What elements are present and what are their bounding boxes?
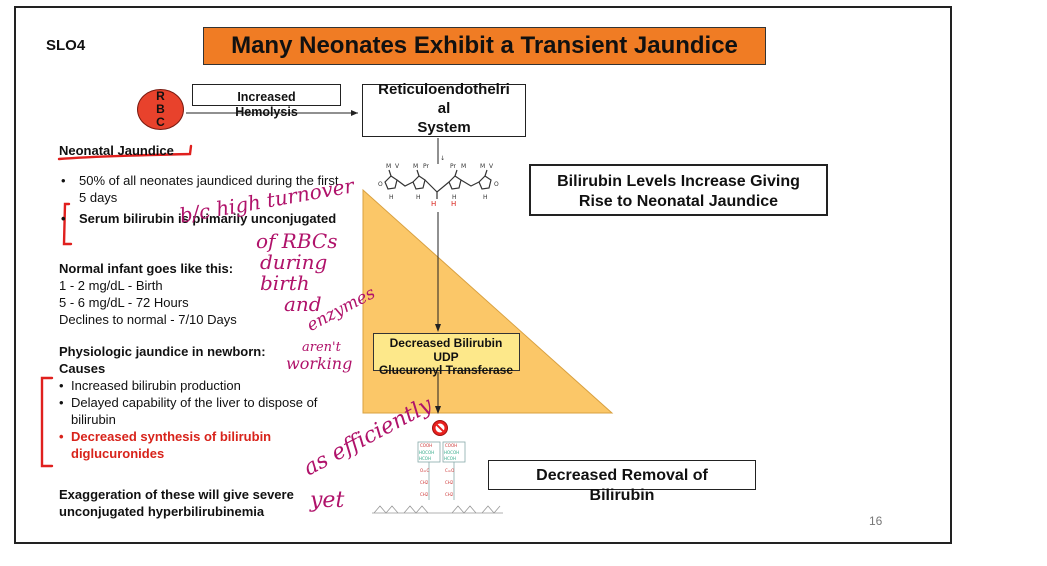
svg-text:HCOH: HCOH [444, 456, 456, 461]
list-item: 5 - 6 mg/dL - 72 Hours [59, 295, 189, 310]
normal-infant-heading: Normal infant goes like this: [59, 261, 234, 276]
svg-text:CH2: CH2 [445, 492, 454, 497]
glucuronide-structure-icon [372, 441, 503, 514]
ink-bracket-causes [40, 376, 54, 468]
hemolysis-box [192, 84, 341, 106]
svg-text:HCOH: HCOH [419, 456, 431, 461]
list-item: 50% of all neonates jaundiced during the… [59, 172, 349, 206]
svg-text:C=O: C=O [445, 468, 454, 473]
list-item-highlight: Decreased synthesis of bilirubin diglucu… [59, 428, 359, 462]
svg-text:M: M [413, 163, 418, 170]
slo-label: SLO4 [46, 37, 86, 54]
reticuloendothelial-label: Reticuloendothelri al System [378, 81, 510, 136]
page-title: Many Neonates Exhibit a Transient Jaundi… [231, 32, 738, 59]
decreased-removal-box [488, 460, 756, 490]
rbc-label: R B C [156, 89, 165, 129]
bilirubin-levels-box [529, 164, 828, 216]
svg-text:COOH: COOH [420, 443, 432, 448]
mid-arrowhead-icon [435, 324, 441, 332]
list-item: 1 - 2 mg/dL - Birth [59, 278, 163, 293]
svg-text:CH2: CH2 [420, 480, 429, 485]
svg-text:O: O [494, 181, 499, 188]
svg-text:O=C: O=C [420, 468, 430, 473]
svg-text:H: H [452, 194, 457, 201]
normal-infant-block: Normal infant goes like this: 1 - 2 mg/d… [59, 260, 237, 328]
neonatal-jaundice-heading: Neonatal Jaundice [59, 143, 174, 158]
udp-arrowhead-icon [435, 406, 441, 414]
svg-text:M: M [480, 163, 485, 170]
svg-text:O: O [378, 181, 383, 188]
exaggeration-text: Exaggeration of these will give severe u… [59, 487, 294, 519]
svg-text:CH2: CH2 [445, 480, 454, 485]
bilirubin-structure-icon [384, 169, 492, 199]
svg-text:H: H [483, 194, 488, 201]
svg-text:M: M [461, 163, 466, 170]
bilirubin-triangle [362, 188, 614, 414]
physiologic-heading: Physiologic jaundice in newborn: Causes [59, 344, 266, 376]
svg-text:CH2: CH2 [420, 492, 429, 497]
list-item: Increased bilirubin production [59, 377, 359, 394]
hemolysis-arrowhead-icon [351, 110, 358, 116]
svg-text:V: V [395, 163, 400, 170]
svg-text:↓: ↓ [440, 155, 445, 162]
udp-enzyme-label: Decreased Bilirubin UDP Glucuronyl Trans… [378, 336, 514, 377]
list-item: Serum bilirubin is primarily unconjugate… [59, 210, 349, 227]
page-number: 16 [869, 514, 883, 528]
list-item: Delayed capability of the liver to dispo… [59, 394, 359, 428]
ink-underline-heading [57, 144, 193, 161]
svg-text:H: H [389, 194, 394, 201]
svg-text:Pr: Pr [450, 163, 457, 170]
svg-text:H: H [431, 200, 436, 208]
rbc-cell-icon [137, 89, 184, 130]
bilirubin-levels-label: Bilirubin Levels Increase Giving Rise to… [557, 173, 800, 210]
handwritten-note-2: as efficiently yet [299, 392, 437, 513]
title-banner [203, 27, 766, 65]
hemolysis-label: Increased Hemolysis [235, 90, 298, 119]
prohibited-icon [432, 420, 448, 436]
handwritten-note-1: b/c high turnover of RBCs during birth a… [177, 173, 379, 373]
svg-text:H: H [451, 200, 456, 208]
list-item: Declines to normal - 7/10 Days [59, 312, 237, 327]
decreased-removal-label: Decreased Removal of Bilirubin [536, 467, 708, 504]
udp-enzyme-box [373, 333, 520, 371]
svg-text:HOCOH: HOCOH [444, 450, 459, 455]
jaundice-bullets: 50% of all neonates jaundiced during the… [59, 172, 349, 227]
reticuloendothelial-box [362, 84, 526, 137]
svg-text:HOCOH: HOCOH [419, 450, 434, 455]
causes-list: Increased bilirubin production Delayed c… [59, 377, 359, 462]
svg-text:H: H [416, 194, 421, 201]
svg-text:M: M [386, 163, 391, 170]
svg-text:V: V [489, 163, 494, 170]
svg-text:Pr: Pr [423, 163, 430, 170]
svg-text:COOH: COOH [445, 443, 457, 448]
